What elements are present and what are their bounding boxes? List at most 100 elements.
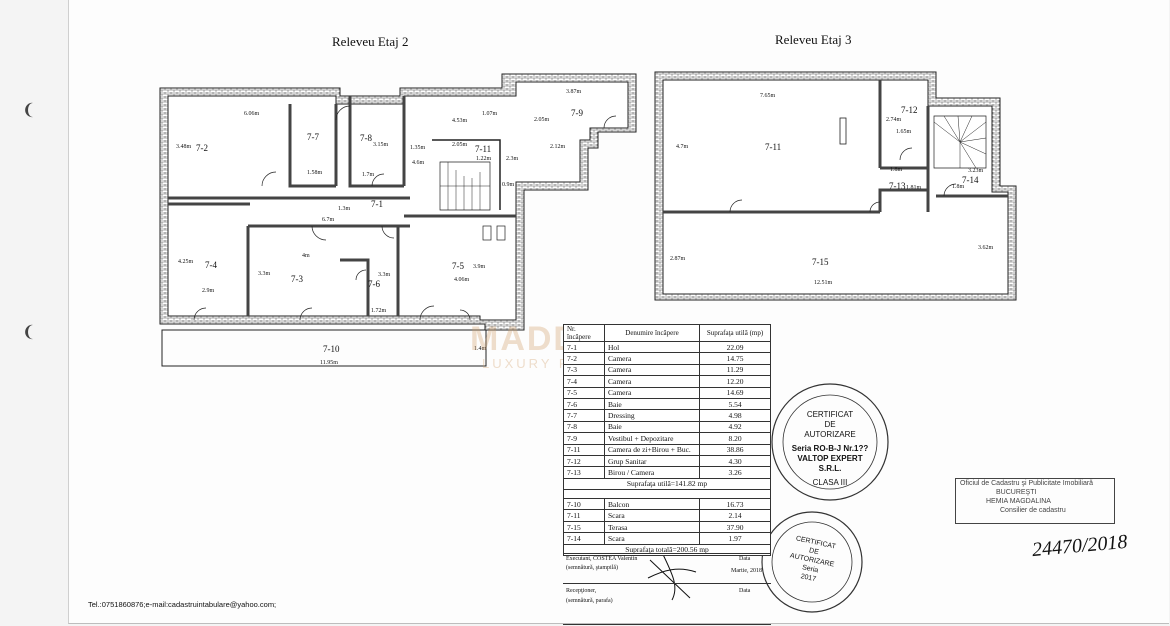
room-code-cell: 7-9 — [563, 432, 605, 445]
area-cell: 5.54 — [699, 397, 771, 411]
room-name-cell: Vestibul + Depozitare — [604, 432, 700, 445]
area-cell: 22.09 — [699, 340, 771, 354]
svg-text:2.3m: 2.3m — [506, 156, 519, 162]
room-name-cell: Grup Sanitar — [604, 454, 700, 468]
contact-footer: Tel.:0751860876;e-mail:cadastruintabular… — [88, 600, 277, 609]
svg-text:1.4m: 1.4m — [474, 346, 487, 352]
floor3-room-labels: 7-11 7-12 7-13 7-14 7-15 — [765, 105, 979, 267]
room-label: 7-13 — [889, 181, 906, 191]
svg-text:1.22m: 1.22m — [476, 156, 492, 162]
executant-note: (semnătură, ştampilă) — [566, 565, 618, 571]
svg-text:6.7m: 6.7m — [322, 217, 335, 223]
room-code-cell: 7-2 — [563, 352, 605, 365]
svg-text:3.87m: 3.87m — [566, 89, 582, 95]
svg-text:3.3m: 3.3m — [258, 271, 271, 277]
date-label-2: Data — [739, 588, 751, 594]
area-table: Nr. încăpere Denumire încăpere Suprafaţa… — [563, 324, 771, 557]
room-name-cell: Camera de zi+Birou + Buc. — [604, 443, 700, 456]
room-name-cell: Scara — [604, 509, 700, 522]
subtotal-row: Suprafaţa utilă=141.82 mp — [563, 477, 771, 491]
room-code-cell: 7-7 — [563, 409, 605, 422]
total-row: Suprafaţa totală=200.56 mp — [563, 543, 771, 557]
area-cell: 8.20 — [699, 432, 771, 445]
floor2-room-labels: 7-2 7-7 7-8 7-11 7-9 7-1 7-4 7-3 7-6 7-5… — [196, 108, 583, 354]
stamp-text: CERTIFICAT DE AUTORIZARE Seria RO-B-J Nr… — [791, 410, 869, 487]
room-label: 7-11 — [475, 144, 491, 154]
svg-text:4.53m: 4.53m — [452, 118, 468, 124]
svg-text:3.9m: 3.9m — [473, 264, 486, 270]
room-label: 7-15 — [812, 257, 829, 267]
svg-text:4.25m: 4.25m — [178, 259, 194, 265]
room-label: 7-9 — [571, 108, 583, 118]
room-code-cell: 7-15 — [563, 520, 605, 534]
room-code-cell: 7-11 — [563, 509, 605, 522]
svg-text:3.15m: 3.15m — [373, 142, 389, 148]
floor3-dimensions: 7.65m 4.7m 2.74m 1.65m 1.8m 1.81m 3.23m … — [670, 93, 994, 286]
date-label: Data — [739, 556, 751, 562]
table-header-row: Nr. încăpere Denumire încăpere Suprafaţa… — [563, 324, 771, 342]
svg-text:2.05m: 2.05m — [534, 117, 550, 123]
room-label: 7-10 — [323, 344, 340, 354]
svg-text:2.12m: 2.12m — [550, 144, 566, 150]
room-label: 7-3 — [291, 274, 303, 284]
svg-text:11.95m: 11.95m — [320, 360, 338, 366]
svg-text:3.62m: 3.62m — [978, 245, 994, 251]
svg-text:1.72m: 1.72m — [371, 308, 387, 314]
room-label: 7-5 — [452, 261, 464, 271]
room-name-cell: Camera — [604, 386, 700, 399]
floor3-title: Releveu Etaj 3 — [775, 32, 852, 47]
svg-text:1.81m: 1.81m — [906, 185, 922, 191]
area-cell: 37.90 — [699, 520, 771, 534]
svg-text:6.06m: 6.06m — [244, 111, 260, 117]
area-cell: 14.75 — [699, 352, 771, 365]
room-label: 7-2 — [196, 143, 208, 153]
room-code-cell: 7-12 — [563, 454, 605, 468]
room-label: 7-14 — [962, 175, 979, 185]
room-label: 7-11 — [765, 142, 781, 152]
svg-text:1.65m: 1.65m — [896, 129, 912, 135]
room-name-cell: Camera — [604, 375, 700, 388]
svg-text:3.48m: 3.48m — [176, 144, 192, 150]
room-label: 7-6 — [368, 279, 380, 289]
svg-text:1.8m: 1.8m — [952, 184, 965, 190]
cadastre-office-stamp: Oficiul de Cadastru şi Publicitate Imobi… — [955, 478, 1115, 524]
room-code-cell: 7-3 — [563, 363, 605, 377]
signature-box: Executant, COSTEA Valentin (semnătură, ş… — [563, 553, 771, 625]
svg-text:12.51m: 12.51m — [814, 280, 833, 286]
area-cell: 16.73 — [699, 498, 771, 511]
svg-text:2.74m: 2.74m — [886, 117, 902, 123]
room-name-cell: Birou / Camera — [604, 466, 700, 479]
room-code-cell: 7-6 — [563, 397, 605, 411]
room-name-cell: Camera — [604, 352, 700, 365]
svg-text:7.65m: 7.65m — [760, 93, 776, 99]
floor2-title: Releveu Etaj 2 — [332, 34, 409, 49]
area-cell: 4.92 — [699, 420, 771, 434]
floor2-plan — [159, 73, 637, 367]
room-name-cell: Scara — [604, 532, 700, 545]
svg-text:1.58m: 1.58m — [307, 170, 323, 176]
room-code-cell: 7-5 — [563, 386, 605, 399]
room-code-cell: 7-11 — [563, 443, 605, 456]
svg-text:1.35m: 1.35m — [410, 145, 426, 151]
area-cell: 12.20 — [699, 375, 771, 388]
room-code-cell: 7-4 — [563, 375, 605, 388]
receptioner-note: (semnătură, parafa) — [566, 598, 613, 604]
room-label: 7-8 — [360, 133, 372, 143]
room-name-cell: Dressing — [604, 409, 700, 422]
room-code-cell: 7-14 — [563, 532, 605, 545]
svg-text:4.06m: 4.06m — [454, 277, 470, 283]
svg-text:1.07m: 1.07m — [482, 111, 498, 117]
authorization-stamp-2 — [761, 511, 863, 613]
